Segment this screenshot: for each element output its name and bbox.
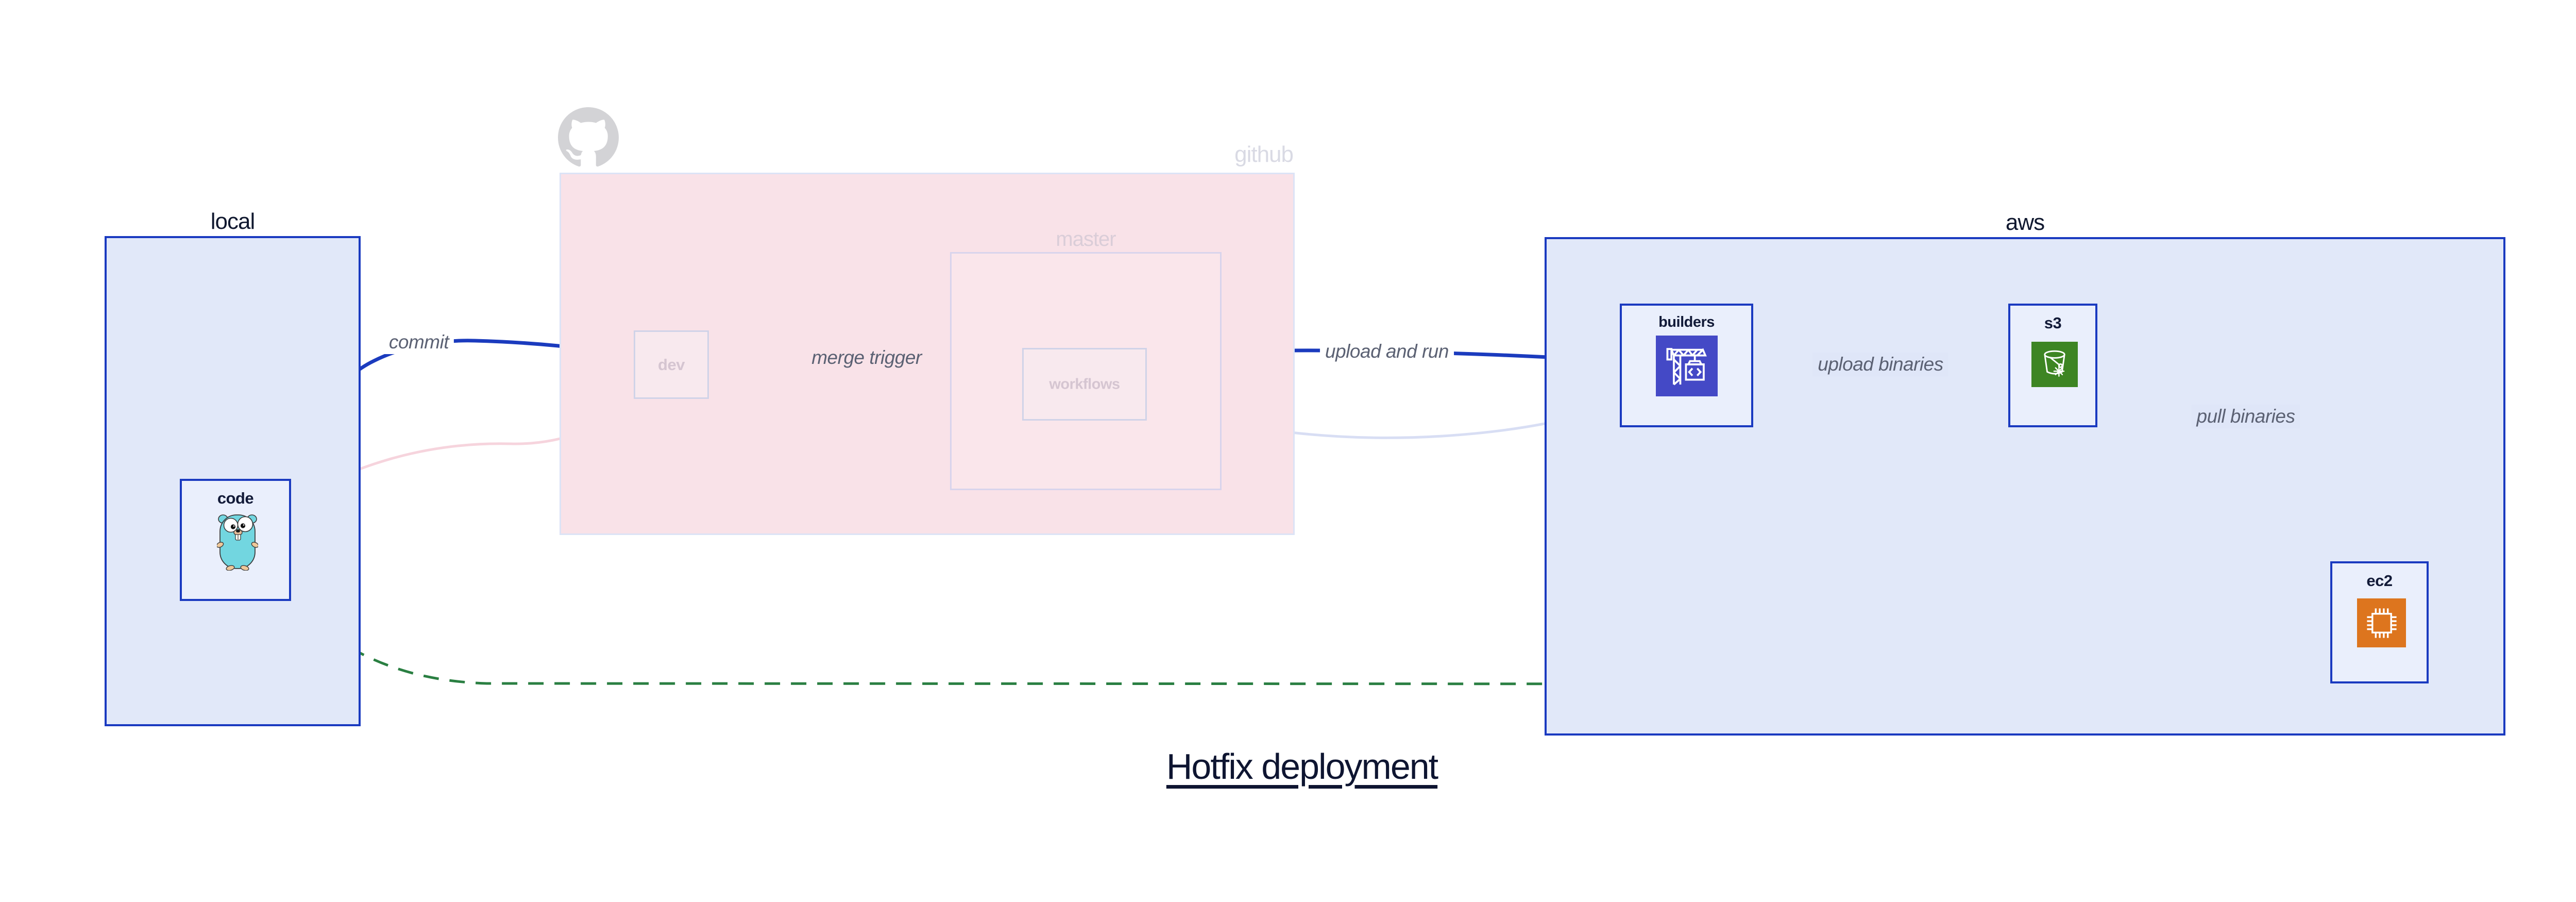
codebuild-crane-icon bbox=[1656, 336, 1718, 396]
container-master-label: master bbox=[1056, 228, 1116, 250]
container-aws-label: aws bbox=[2005, 210, 2045, 235]
s3-glacier-bucket-icon bbox=[2031, 342, 2078, 387]
node-workflows-label: workflows bbox=[1049, 376, 1120, 392]
node-s3-label: s3 bbox=[2044, 314, 2062, 332]
edge-label-upload-binaries: upload binaries bbox=[1812, 353, 1948, 376]
go-gopher-icon bbox=[217, 514, 258, 571]
node-dev-label: dev bbox=[658, 355, 685, 374]
cpu-chip-icon bbox=[2357, 598, 2406, 647]
node-s3: s3 bbox=[2008, 304, 2097, 427]
edge-label-commit: commit bbox=[383, 330, 454, 354]
node-ec2-label: ec2 bbox=[2366, 572, 2393, 590]
github-octocat-icon bbox=[558, 107, 619, 167]
edge-label-upload-and-run: upload and run bbox=[1320, 340, 1454, 363]
node-code-label: code bbox=[217, 489, 254, 507]
node-builders: builders bbox=[1620, 304, 1753, 427]
edge-label-merge-trigger: merge trigger bbox=[806, 346, 927, 370]
node-dev: dev bbox=[634, 330, 709, 399]
container-github-label: github bbox=[1234, 142, 1294, 167]
node-code: code bbox=[180, 479, 291, 601]
container-github: github master workflows dev bbox=[558, 107, 1295, 535]
node-ec2: ec2 bbox=[2330, 561, 2429, 683]
container-aws: aws builders bbox=[1545, 210, 2505, 736]
node-builders-label: builders bbox=[1658, 314, 1715, 330]
diagram-title: Hotfix deployment bbox=[1166, 746, 1438, 787]
container-local-label: local bbox=[210, 209, 256, 234]
edge-label-pull-binaries: pull binaries bbox=[2191, 405, 2300, 428]
node-workflows: workflows bbox=[1022, 348, 1147, 421]
container-master: master workflows bbox=[950, 228, 1222, 490]
container-local: local code bbox=[105, 209, 361, 726]
